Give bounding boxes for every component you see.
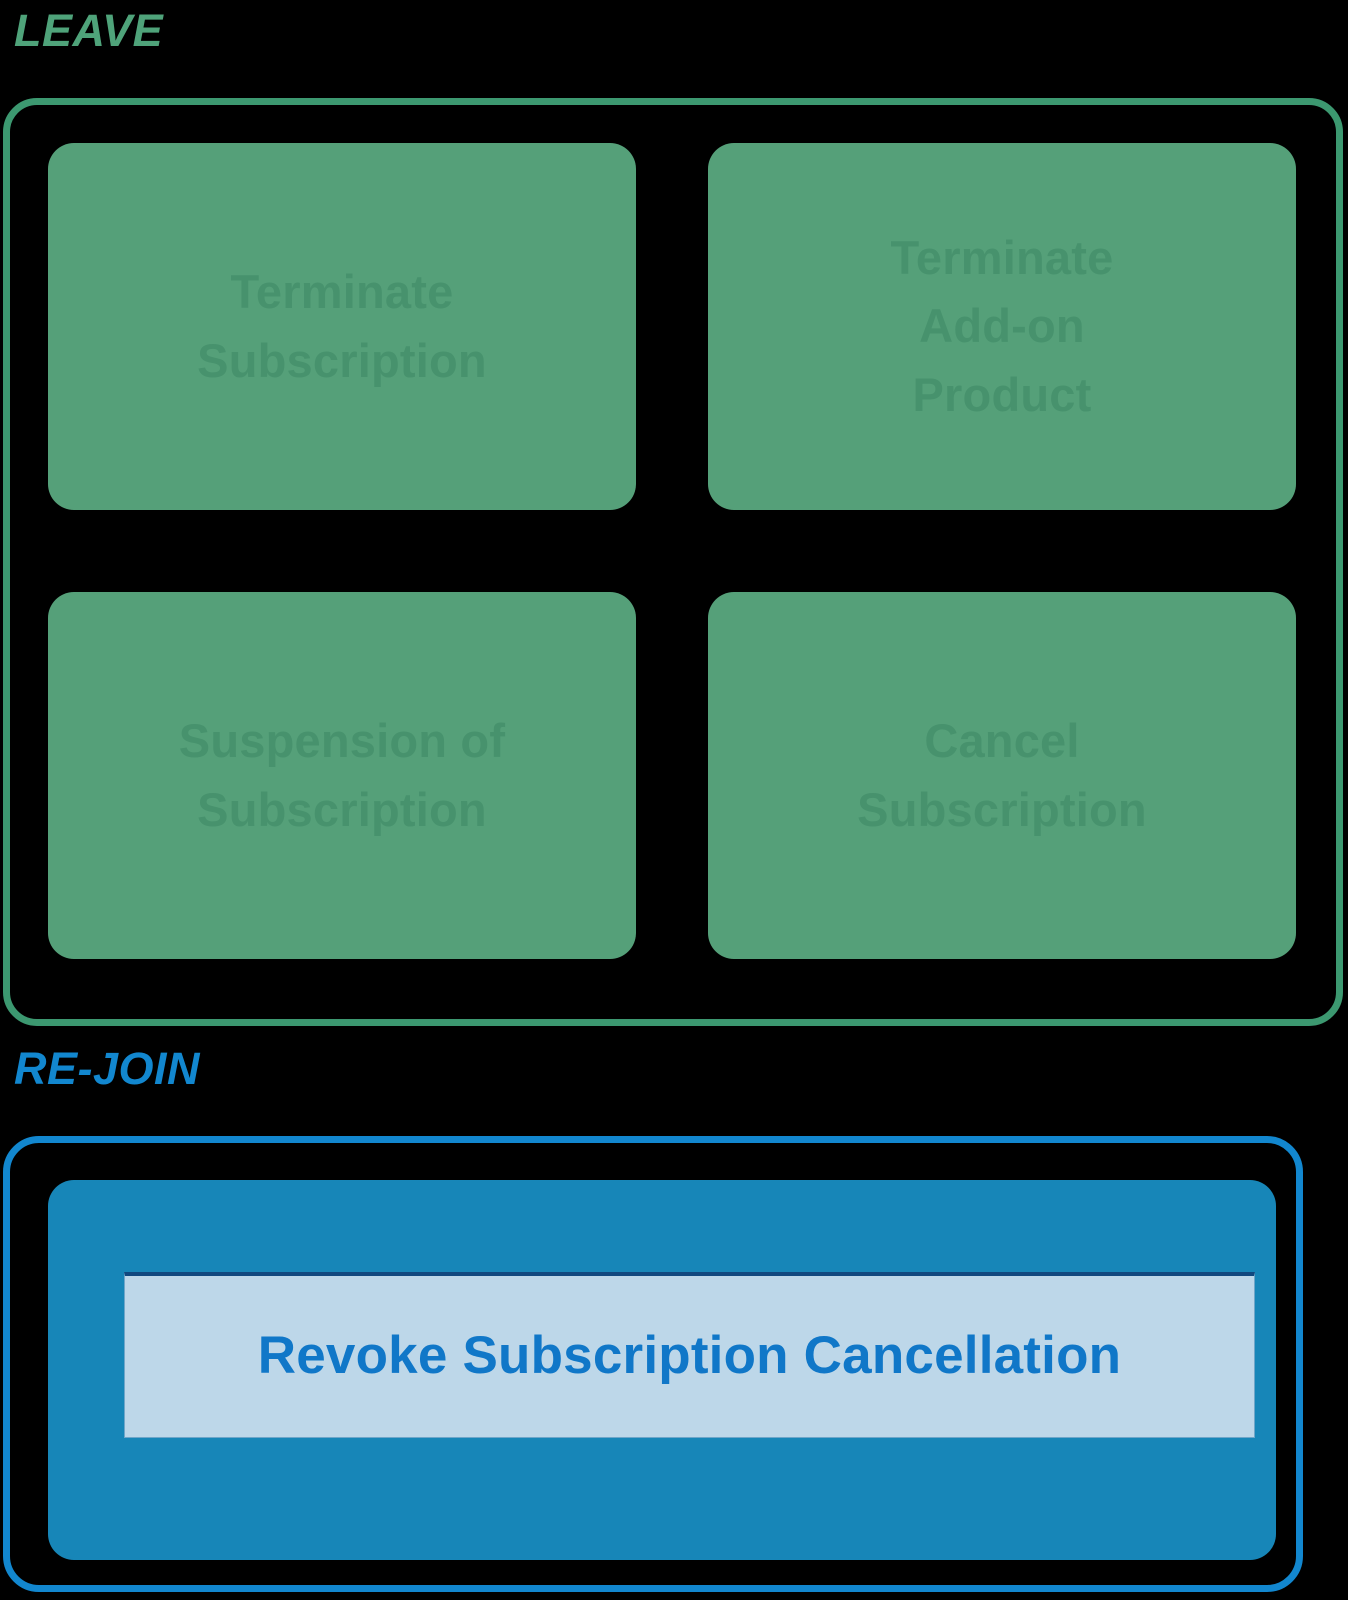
card-cancel-subscription-label: Cancel Subscription: [857, 714, 1147, 836]
card-terminate-subscription-label: Terminate Subscription: [197, 265, 487, 387]
leave-group-frame: [3, 98, 1343, 1026]
card-cancel-subscription[interactable]: Cancel Subscription: [708, 592, 1296, 959]
rejoin-group-frame: [3, 1136, 1303, 1592]
card-terminate-add-on-product[interactable]: Terminate Add-on Product: [708, 143, 1296, 510]
card-revoke-subscription-cancellation[interactable]: Revoke Subscription Cancellation: [124, 1272, 1255, 1438]
card-suspension-of-subscription[interactable]: Suspension of Subscription: [48, 592, 636, 959]
card-terminate-add-on-product-label: Terminate Add-on Product: [890, 231, 1114, 421]
card-terminate-subscription[interactable]: Terminate Subscription: [48, 143, 636, 510]
card-revoke-subscription-cancellation-label: Revoke Subscription Cancellation: [257, 1326, 1122, 1386]
section-label-leave: LEAVE: [14, 5, 164, 56]
leave-cards-grid: Terminate Subscription Terminate Add-on …: [48, 143, 1296, 981]
section-label-rejoin: RE-JOIN: [14, 1043, 201, 1094]
card-suspension-of-subscription-label: Suspension of Subscription: [178, 714, 506, 836]
